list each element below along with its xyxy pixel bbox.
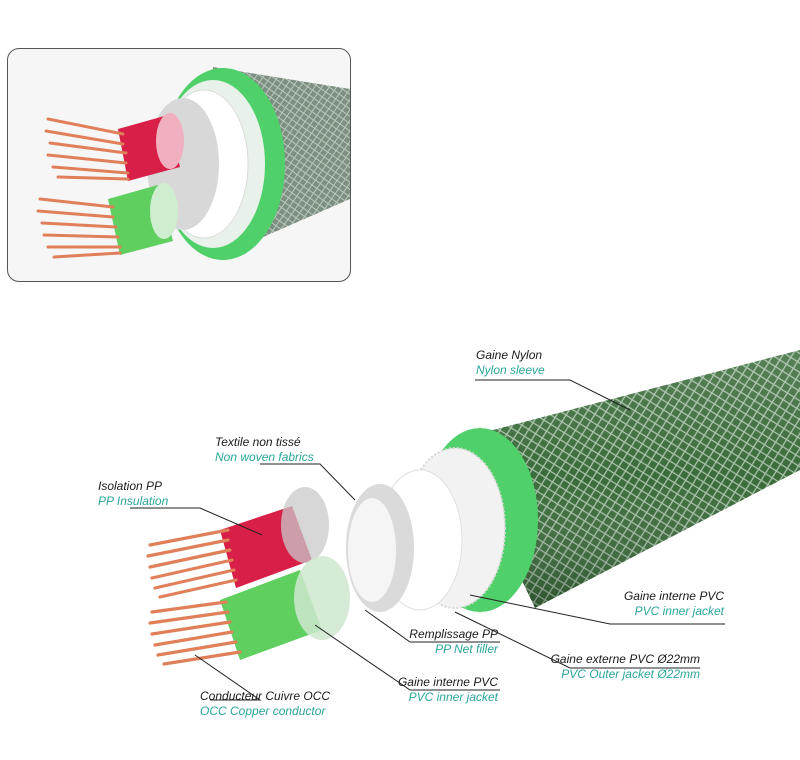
label-pvc-inner-right-en: PVC inner jacket	[634, 604, 724, 618]
leader-pp-filler	[364, 609, 500, 643]
label-pvc-inner-bottom-fr: Gaine interne PVC	[397, 675, 498, 689]
label-pvc-inner-bottom: Gaine interne PVC PVC inner jacket	[398, 675, 498, 705]
label-pp-insulation-fr: Isolation PP	[98, 479, 163, 493]
label-pvc-outer-fr: Gaine externe PVC Ø22mm	[550, 652, 700, 666]
leader-pp-insulation	[130, 507, 263, 536]
inset-red-inner-jacket	[156, 113, 184, 169]
leader-pvc-inner-bottom	[314, 624, 500, 691]
nylon-sleeve-shading	[455, 350, 800, 608]
label-copper-conductor-en: OCC Copper conductor	[200, 704, 326, 718]
inset-cable-view	[7, 48, 351, 282]
copper-strands-bottom	[148, 600, 242, 666]
leader-copper	[194, 654, 262, 701]
label-pp-insulation: Isolation PP PP Insulation	[98, 479, 168, 509]
label-non-woven-fr: Textile non tissé	[215, 435, 301, 449]
inset-cable-illustration	[36, 67, 350, 260]
label-pp-filler-fr: Remplissage PP	[409, 627, 498, 641]
label-pp-insulation-en: PP Insulation	[98, 494, 169, 508]
non-woven-fabric-inner	[348, 498, 396, 602]
label-pvc-outer: Gaine externe PVC Ø22mm PVC Outer jacket…	[551, 652, 700, 682]
green-core-inner-jacket	[294, 556, 350, 640]
leader-non-woven	[260, 463, 356, 501]
copper-strands-top	[146, 528, 238, 599]
inset-green-inner-jacket	[150, 183, 178, 239]
label-pvc-inner-right: Gaine interne PVC PVC inner jacket	[624, 589, 724, 619]
label-non-woven-en: Non woven fabrics	[215, 450, 314, 464]
red-core-inner-jacket	[281, 487, 329, 563]
leader-pvc-outer	[454, 611, 700, 669]
label-non-woven: Textile non tissé Non woven fabrics	[215, 435, 314, 465]
leader-pvc-inner-right	[469, 594, 725, 625]
leader-lines	[130, 379, 725, 701]
label-nylon-sleeve-fr: Gaine Nylon	[476, 348, 543, 362]
inset-copper-strands-bottom	[36, 197, 122, 259]
label-copper-conductor: Conducteur Cuivre OCC OCC Copper conduct…	[200, 689, 330, 719]
label-nylon-sleeve: Gaine Nylon Nylon sleeve	[476, 348, 545, 378]
leader-nylon-sleeve	[475, 379, 631, 411]
inset-copper-strands-top	[44, 117, 130, 181]
label-nylon-sleeve-en: Nylon sleeve	[476, 363, 545, 377]
label-pvc-inner-right-fr: Gaine interne PVC	[623, 589, 724, 603]
label-pp-filler-en: PP Net filler	[435, 642, 498, 656]
label-pvc-inner-bottom-en: PVC inner jacket	[408, 690, 498, 704]
label-pvc-outer-en: PVC Outer jacket Ø22mm	[561, 667, 700, 681]
label-copper-conductor-fr: Conducteur Cuivre OCC	[200, 689, 331, 703]
label-pp-filler: Remplissage PP PP Net filler	[409, 627, 498, 657]
